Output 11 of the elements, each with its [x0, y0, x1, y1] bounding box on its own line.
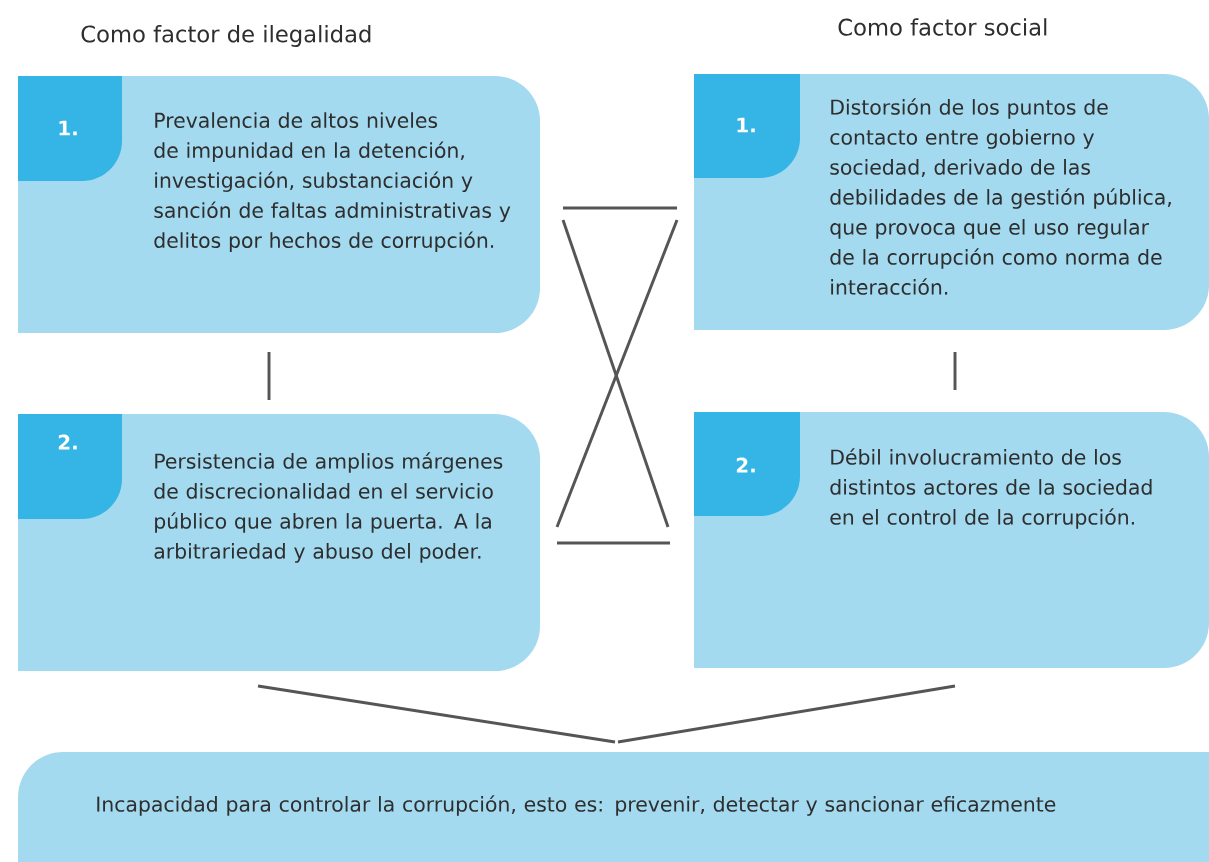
column-heading: Como factor social	[838, 18, 1047, 36]
connector-line	[617, 684, 956, 744]
connector-line	[257, 684, 616, 744]
column-heading: Como factor de ilegalidad	[81, 25, 371, 47]
number-tab: 2.	[694, 412, 800, 516]
connector-line	[267, 352, 271, 400]
connector-line	[953, 352, 957, 390]
number-tab: 1.	[694, 74, 800, 178]
number-tab: 1.	[18, 76, 122, 181]
number-tab: 2.	[18, 414, 122, 519]
text-box: Incapacidad para controlar la corrupción, esto es: prevenir, detectar y sancionar eficazmente	[18, 752, 1209, 862]
